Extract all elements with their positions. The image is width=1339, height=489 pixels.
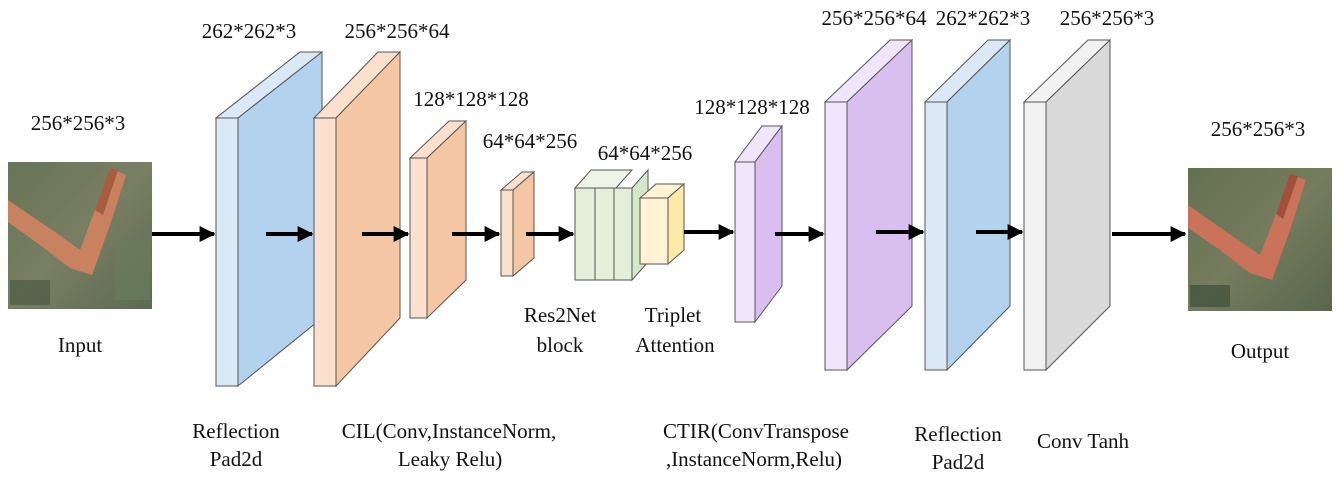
convtanh-dims: 256*256*3 (1060, 6, 1155, 30)
cil-label-line2: Leaky Relu) (398, 447, 502, 471)
conv-tanh-block (1022, 38, 1112, 372)
cil-block-3 (499, 170, 536, 278)
res2net-dims: 64*64*256 (598, 141, 693, 165)
ctir-label-line2: ,InstanceNorm,Relu) (666, 447, 842, 471)
convtanh-label: Conv Tanh (1037, 429, 1130, 453)
reflection-pad-block-1 (214, 50, 324, 388)
input-label: Input (58, 333, 102, 357)
ctir-label-line1: CTIR(ConvTranspose (663, 419, 849, 443)
reflect1-label-line1: Reflection (192, 419, 280, 443)
res2net-label-line2: block (537, 333, 584, 357)
triplet-label-line2: Attention (635, 333, 715, 357)
cil-block-1 (312, 50, 402, 388)
output-image (1188, 168, 1332, 311)
cil3-dims: 64*64*256 (483, 129, 578, 153)
output-dims: 256*256*3 (1211, 117, 1306, 141)
reflect1-label-line2: Pad2d (210, 447, 263, 471)
cil1-dims: 256*256*64 (345, 19, 451, 43)
triplet-label-line1: Triplet (645, 303, 702, 327)
cil-block-2 (408, 119, 468, 320)
output-label: Output (1231, 339, 1290, 363)
cil-label-line1: CIL(Conv,InstanceNorm, (342, 419, 556, 443)
input-dims: 256*256*3 (31, 111, 126, 135)
reflect1-dims: 262*262*3 (202, 19, 297, 43)
ctir1-dims: 128*128*128 (694, 95, 810, 119)
reflect2-label-line2: Pad2d (932, 450, 985, 474)
ctir-block-1 (734, 124, 783, 324)
reflection-pad-block-2 (923, 38, 1012, 372)
flow-arrows (152, 224, 1187, 242)
reflect2-dims: 262*262*3 (936, 6, 1031, 30)
ctir2-dims: 256*256*64 (822, 6, 928, 30)
triplet-attention-block (638, 182, 686, 266)
res2net-block (573, 168, 649, 282)
ctir-block-2 (823, 38, 914, 372)
input-image (8, 162, 152, 309)
res2net-label-line1: Res2Net (524, 303, 596, 327)
cil2-dims: 128*128*128 (413, 87, 529, 111)
reflect2-label-line1: Reflection (914, 422, 1002, 446)
